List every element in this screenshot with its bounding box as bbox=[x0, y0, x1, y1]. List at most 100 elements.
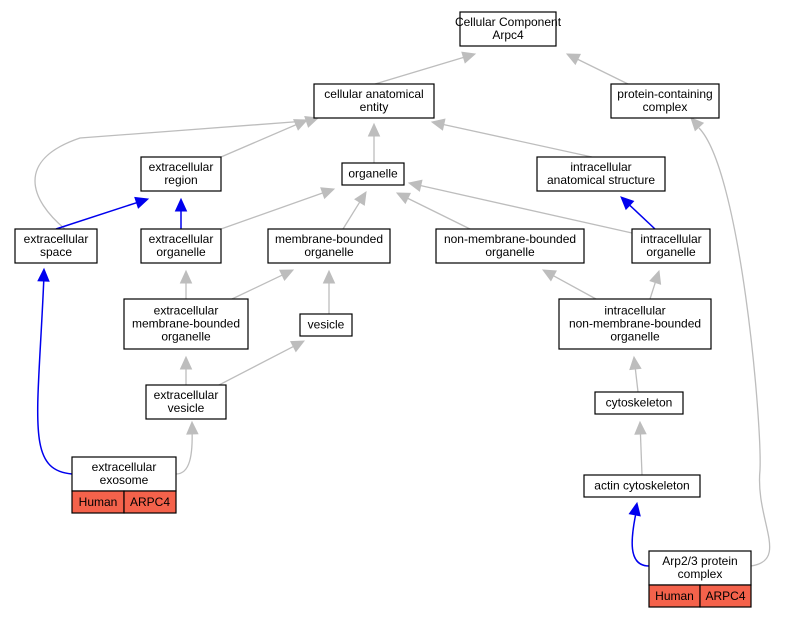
node-box bbox=[299, 313, 353, 337]
edge-arp23-protein-complex-to-protein-containing-complex bbox=[698, 127, 771, 567]
node-label-line: extracellular bbox=[149, 232, 214, 246]
node-label-line: non-membrane-bounded bbox=[444, 232, 576, 246]
node-label-line: complex bbox=[643, 100, 688, 114]
edge-intracellular-non-membrane-bounded-organelle-to-intracellular-organelle-arrowhead bbox=[649, 269, 662, 285]
node-label-line: organelle bbox=[485, 245, 535, 259]
node-label-line: cellular anatomical bbox=[324, 87, 423, 101]
node-label-line: organelle bbox=[161, 330, 211, 344]
node-label-line: extracellular bbox=[92, 460, 157, 474]
annotation-species-label: Human bbox=[655, 589, 694, 603]
node-label-line: intracellular bbox=[604, 304, 665, 318]
edge-actin-cytoskeleton-to-cytoskeleton bbox=[639, 432, 643, 476]
node-label-line: region bbox=[164, 173, 197, 187]
node-box bbox=[140, 156, 222, 192]
edge-organelle-to-cellular-anatomical-entity-arrowhead bbox=[367, 122, 381, 137]
edge-extracellular-organelle-to-organelle-arrowhead bbox=[320, 187, 336, 200]
node-label-line: intracellular bbox=[570, 160, 631, 174]
annotation-gene-label: ARPC4 bbox=[705, 589, 745, 603]
node-label-line: membrane-bounded bbox=[275, 232, 383, 246]
node-label-line: vesicle bbox=[168, 401, 205, 415]
node-box bbox=[14, 228, 98, 264]
node-box bbox=[71, 456, 177, 492]
node-label-line: organelle bbox=[348, 167, 398, 181]
node-label-line: Arpc4 bbox=[492, 28, 524, 42]
node-label-line: complex bbox=[678, 567, 723, 581]
edge-extracellular-membrane-bounded-organelle-to-extracellular-organelle-arrowhead bbox=[179, 269, 193, 284]
edge-non-membrane-bounded-organelle-to-organelle bbox=[406, 197, 471, 230]
node-box bbox=[267, 228, 391, 264]
edge-extracellular-exosome-to-extracellular-vesicle-arrowhead bbox=[186, 420, 199, 435]
edge-extracellular-space-to-cellular-anatomical-entity bbox=[34, 120, 307, 230]
edge-extracellular-organelle-to-organelle bbox=[220, 192, 324, 230]
node-box bbox=[558, 298, 712, 350]
edge-vesicle-to-membrane-bounded-organelle-arrowhead bbox=[322, 269, 336, 284]
edge-cytoskeleton-to-intracellular-non-membrane-bounded-organelle-arrowhead bbox=[629, 355, 642, 371]
edges-layer bbox=[34, 51, 771, 567]
node-label-line: entity bbox=[360, 100, 389, 114]
node-label-line: space bbox=[40, 245, 72, 259]
node-vesicle[interactable]: vesicle bbox=[299, 313, 353, 337]
edge-extracellular-space-to-extracellular-region bbox=[55, 201, 138, 230]
edge-intracellular-anatomical-structure-to-cellular-anatomical-entity-arrowhead bbox=[430, 118, 446, 131]
node-actin-cytoskeleton[interactable]: actin cytoskeleton bbox=[583, 474, 701, 498]
node-label-line: extracellular bbox=[149, 160, 214, 174]
edge-intracellular-non-membrane-bounded-organelle-to-non-membrane-bounded-organelle-arrowhead bbox=[541, 269, 557, 282]
edge-protein-containing-complex-to-root-arrowhead bbox=[565, 53, 581, 66]
edge-cytoskeleton-to-intracellular-non-membrane-bounded-organelle bbox=[634, 367, 639, 393]
node-label-line: vesicle bbox=[308, 318, 345, 332]
edge-extracellular-vesicle-to-extracellular-membrane-bounded-organelle-arrowhead bbox=[179, 355, 193, 370]
node-label-line: exosome bbox=[100, 473, 149, 487]
edge-membrane-bounded-organelle-to-organelle bbox=[342, 200, 361, 230]
node-label-line: extracellular bbox=[24, 232, 89, 246]
node-box bbox=[610, 83, 720, 119]
node-label-line: actin cytoskeleton bbox=[594, 479, 689, 493]
edge-protein-containing-complex-to-root bbox=[576, 58, 629, 85]
node-cytoskeleton[interactable]: cytoskeleton bbox=[594, 391, 684, 415]
edge-membrane-bounded-organelle-to-organelle-arrowhead bbox=[354, 190, 367, 206]
node-organelle[interactable]: organelle bbox=[341, 162, 405, 186]
node-label-line: organelle bbox=[646, 245, 696, 259]
node-label-line: Cellular Component bbox=[455, 15, 562, 29]
edge-extracellular-space-to-extracellular-region-arrowhead bbox=[134, 196, 150, 209]
node-box bbox=[123, 298, 249, 350]
node-label-line: protein-containing bbox=[617, 87, 712, 101]
edge-extracellular-region-to-cellular-anatomical-entity bbox=[220, 123, 298, 158]
edge-extracellular-space-to-cellular-anatomical-entity-arrowhead bbox=[304, 115, 320, 128]
edge-extracellular-exosome-to-extracellular-space-arrowhead bbox=[37, 267, 50, 282]
node-box bbox=[536, 156, 666, 192]
edge-intracellular-organelle-to-intracellular-anatomical-structure-arrowhead bbox=[620, 196, 635, 211]
node-label-line: organelle bbox=[156, 245, 206, 259]
edge-arp23-protein-complex-to-actin-cytoskeleton bbox=[631, 507, 650, 567]
node-box bbox=[594, 391, 684, 415]
edge-arp23-protein-complex-to-actin-cytoskeleton-arrowhead bbox=[628, 501, 641, 517]
edge-extracellular-vesicle-to-vesicle bbox=[218, 345, 295, 386]
node-box bbox=[631, 228, 711, 264]
edge-intracellular-non-membrane-bounded-organelle-to-intracellular-organelle bbox=[649, 281, 657, 300]
node-intracellular-non-membrane-bounded-organelle[interactable]: intracellularnon-membrane-boundedorganel… bbox=[558, 298, 712, 350]
node-box bbox=[435, 228, 585, 264]
edge-intracellular-organelle-to-organelle-arrowhead bbox=[407, 179, 423, 192]
node-label-line: Arp2/3 protein bbox=[662, 554, 737, 568]
edge-cellular-anatomical-entity-to-root bbox=[374, 56, 465, 85]
node-box bbox=[583, 474, 701, 498]
edge-intracellular-anatomical-structure-to-cellular-anatomical-entity bbox=[442, 123, 593, 158]
annotation-gene-label: ARPC4 bbox=[130, 495, 170, 509]
edge-intracellular-non-membrane-bounded-organelle-to-non-membrane-bounded-organelle bbox=[552, 274, 597, 300]
node-label-line: organelle bbox=[304, 245, 354, 259]
annotation-gene-cell bbox=[699, 584, 752, 608]
